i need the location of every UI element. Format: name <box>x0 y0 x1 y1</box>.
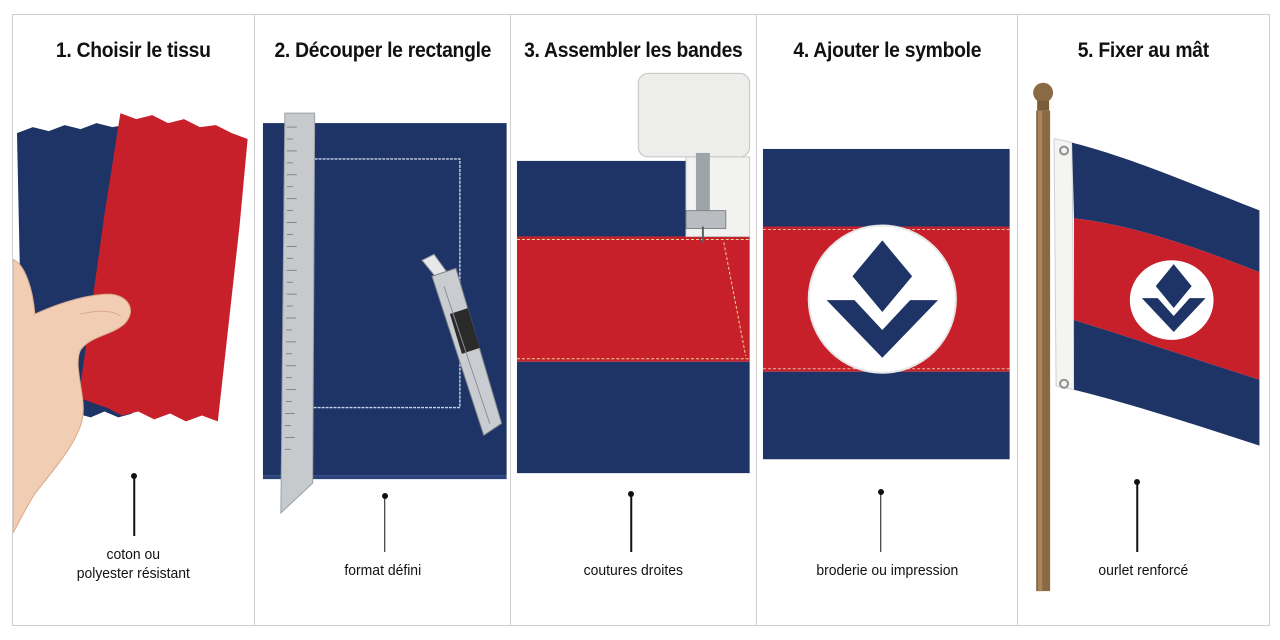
top-navy-band <box>1072 142 1260 273</box>
step-title: 4. Ajouter le symbole <box>793 39 982 62</box>
step-panel-4: 4. Ajouter le symbole broderie ou impres… <box>757 15 1019 625</box>
step-caption: broderie ou impression <box>816 562 959 579</box>
red-swatch <box>78 113 248 422</box>
leader-line <box>880 492 882 552</box>
bottom-navy-band <box>1074 320 1260 446</box>
flag-with-symbol <box>762 148 1010 460</box>
step-caption: ourlet renforcé <box>1098 562 1189 579</box>
emblem-icon <box>807 224 957 374</box>
cutting-illustration <box>262 112 507 515</box>
step-panel-3: 3. Assembler les bandes coutures droites <box>511 15 757 625</box>
step-panel-2: 2. Découper le rectangle format défini <box>255 15 512 625</box>
step-caption: format défini <box>344 562 421 579</box>
step-panel-5: 5. Fixer au mât ourlet renforcé <box>1018 15 1269 625</box>
step-title: 5. Fixer au mât <box>1078 39 1210 62</box>
ruler-icon <box>279 112 315 515</box>
top-navy-band <box>762 148 1010 227</box>
bottom-navy-band <box>517 361 750 474</box>
caption-line-2: polyester résistant <box>76 565 190 582</box>
step-title: 1. Choisir le tissu <box>55 39 211 62</box>
flag-on-pole <box>1033 82 1260 592</box>
emblem-icon <box>1130 260 1214 340</box>
red-band <box>517 236 750 362</box>
leader-line <box>383 496 386 552</box>
fabric-swatch-icon <box>13 113 248 534</box>
step-caption: coton ou polyester résistant <box>21 545 245 583</box>
bottom-navy-band <box>762 371 1010 460</box>
step-caption: coutures droites <box>583 562 684 579</box>
sewing-illustration <box>517 72 751 474</box>
leader-line <box>1136 482 1139 552</box>
step-title: 2. Découper le rectangle <box>274 39 491 62</box>
instruction-strip: 1. Choisir le tissu coton ou polyester r… <box>12 14 1270 626</box>
caption-line-1: coton ou <box>106 546 161 563</box>
flagpole-icon <box>1033 82 1054 592</box>
hand <box>13 258 131 534</box>
leader-line <box>630 494 632 552</box>
utility-knife-icon <box>420 253 502 437</box>
leader-line <box>133 476 135 536</box>
sewing-machine-icon <box>637 72 751 243</box>
step-title: 3. Assembler les bandes <box>524 39 743 62</box>
step-panel-1: 1. Choisir le tissu coton ou polyester r… <box>13 15 255 625</box>
